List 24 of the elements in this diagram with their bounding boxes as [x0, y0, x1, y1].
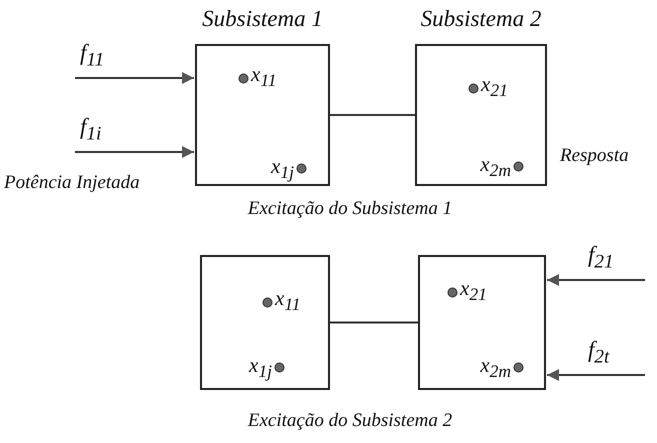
arrow — [75, 146, 194, 158]
subsystem-title: Subsistema 1 — [201, 6, 324, 32]
force-label: f$_{1i}$ — [80, 114, 102, 146]
point-label: x$_{1j}$ — [271, 154, 294, 184]
panel-caption: Excitação do Subsistema 1 — [246, 198, 454, 220]
annotation-text: Resposta — [560, 145, 629, 167]
point-label: x$_{11}$ — [251, 62, 277, 92]
point-label: x$_{1j}$ — [249, 353, 272, 382]
connector-line — [330, 322, 418, 324]
panel-caption: Excitação do Subsistema 2 — [246, 410, 454, 432]
force-label: f$_{2t}$ — [588, 337, 610, 369]
point-label: x$_{2m}$ — [480, 353, 511, 382]
point-label: x$_{21}$ — [481, 72, 508, 102]
connector-line — [330, 114, 415, 116]
force-label: f$_{21}$ — [588, 242, 614, 274]
subsystem-title: Subsistema 2 — [420, 6, 542, 32]
point-label: x$_{21}$ — [460, 276, 487, 306]
arrow — [75, 72, 194, 84]
point-label: x$_{2m}$ — [480, 152, 511, 182]
annotation-text: Potência Injetada — [4, 172, 140, 194]
arrow — [547, 274, 645, 286]
point-label: x$_{11}$ — [275, 286, 301, 316]
arrow — [547, 369, 645, 381]
force-label: f$_{11}$ — [80, 40, 104, 72]
